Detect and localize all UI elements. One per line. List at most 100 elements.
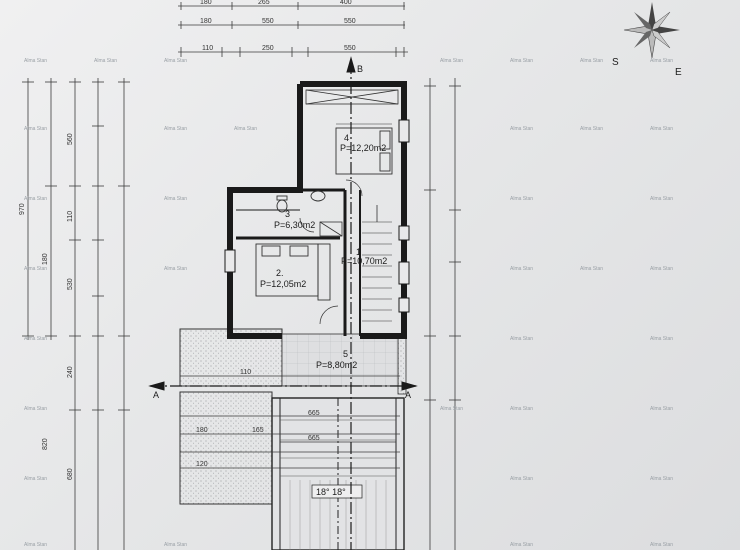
watermark: Alma Stan	[164, 126, 187, 132]
door-swings	[299, 179, 363, 325]
watermark: Alma Stan	[440, 406, 463, 412]
watermark: Alma Stan	[510, 336, 533, 342]
inner-dim-1: 110	[240, 369, 251, 376]
watermark: Alma Stan	[650, 266, 673, 272]
watermark: Alma Stan	[510, 196, 533, 202]
top-dim-2-1: 180	[200, 18, 212, 25]
top-dim-3-1: 110	[202, 45, 213, 52]
top-dimension-lines	[178, 2, 408, 57]
room-1-label: 1 P=10,70m2	[341, 247, 387, 266]
watermark: Alma Stan	[24, 406, 47, 412]
top-dimension-labels: 180 265 400 180 550 550 110 250 550	[200, 0, 356, 52]
watermark: Alma Stan	[510, 126, 533, 132]
room-5-area: P=8,80m2	[316, 360, 357, 370]
left-dimension-lines	[22, 78, 130, 550]
left-dim-4: 180	[42, 253, 49, 265]
toilet-icon	[276, 195, 288, 213]
left-dim-5: 530	[67, 278, 74, 290]
watermark: Alma Stan	[24, 196, 47, 202]
inner-dim-4: 165	[252, 427, 264, 434]
watermark: Alma Stan	[510, 542, 533, 548]
watermark: Alma Stan	[164, 196, 187, 202]
watermark: Alma Stan	[24, 542, 47, 548]
top-dim-3-3: 550	[344, 45, 356, 52]
section-line-b	[346, 56, 356, 550]
watermark: Alma Stan	[164, 542, 187, 548]
watermark: Alma Stan	[650, 476, 673, 482]
watermark: Alma Stan	[164, 266, 187, 272]
bed-icon	[335, 123, 393, 175]
compass-south-label: S	[612, 57, 619, 68]
watermark: Alma Stan	[440, 58, 463, 64]
shower-icon	[319, 221, 343, 237]
watermark: Alma Stan	[650, 58, 673, 64]
left-dimension-labels: 970 560 110 180 530 820 240 680	[19, 133, 74, 480]
room-1-number: 1	[356, 247, 361, 257]
watermark: Alma Stan	[24, 336, 47, 342]
inner-dim-6: 665	[308, 435, 320, 442]
inner-dim-5: 120	[196, 461, 208, 468]
inner-dim-2: 665	[308, 410, 320, 417]
watermark: Alma Stan	[650, 542, 673, 548]
left-dim-2: 560	[67, 133, 74, 145]
right-dimension-lines	[424, 78, 461, 550]
stair-label: 18° 18°	[316, 487, 346, 497]
room-1-area: P=10,70m2	[341, 256, 387, 266]
top-dim-1-2: 265	[258, 0, 270, 6]
watermark: Alma Stan	[510, 266, 533, 272]
left-dim-8: 680	[67, 468, 74, 480]
left-dim-7: 240	[67, 366, 74, 378]
inner-dimension-lines	[180, 375, 400, 469]
watermark: Alma Stan	[24, 266, 47, 272]
room-3-number: 3	[285, 209, 290, 219]
top-dim-3-2: 250	[262, 45, 274, 52]
building-walls	[227, 81, 407, 339]
room-3-label: 3 P=6,30m2	[274, 209, 315, 230]
left-dim-1: 970	[19, 203, 26, 215]
left-dim-3: 110	[67, 211, 74, 222]
watermark: Alma Stan	[24, 476, 47, 482]
watermark: Alma Stan	[234, 126, 257, 132]
watermark-grid: Alma Stan Alma Stan Alma Stan Alma Stan …	[24, 58, 673, 548]
watermark: Alma Stan	[510, 476, 533, 482]
watermark: Alma Stan	[650, 336, 673, 342]
section-marker-a-left: A	[153, 390, 159, 400]
section-line-a	[148, 381, 418, 391]
left-dim-6: 820	[42, 438, 49, 450]
watermark: Alma Stan	[24, 58, 47, 64]
room-2-area: P=12,05m2	[260, 279, 306, 289]
section-marker-b: B	[357, 64, 363, 74]
room-3-area: P=6,30m2	[274, 220, 315, 230]
exterior-staircase: 18° 18°	[271, 397, 405, 550]
watermark: Alma Stan	[164, 58, 187, 64]
room-5-number: 5	[343, 349, 348, 359]
room-5-floor	[281, 333, 399, 387]
compass-east-label: E	[675, 67, 682, 78]
watermark: Alma Stan	[94, 58, 117, 64]
top-dim-2-2: 550	[262, 18, 274, 25]
room-2-number: 2.	[276, 268, 284, 278]
watermark: Alma Stan	[650, 196, 673, 202]
windows	[224, 119, 410, 313]
inner-dimension-labels: 110 665 180 165 120 665	[196, 369, 320, 468]
watermark: Alma Stan	[650, 406, 673, 412]
watermark: Alma Stan	[510, 58, 533, 64]
room-5-label: 5 P=8,80m2	[316, 349, 357, 370]
watermark: Alma Stan	[580, 58, 603, 64]
watermark: Alma Stan	[580, 126, 603, 132]
watermark: Alma Stan	[580, 266, 603, 272]
watermark: Alma Stan	[650, 126, 673, 132]
watermark: Alma Stan	[24, 126, 47, 132]
terrace-left-lower	[179, 391, 273, 505]
wardrobe-icon	[305, 89, 399, 105]
room-4-area: P=12,20m2	[340, 143, 386, 153]
bed-room-2-icon	[255, 243, 331, 301]
top-dim-1-1: 180	[200, 0, 212, 6]
washbasin-icon	[310, 190, 326, 202]
top-dim-2-3: 550	[344, 18, 356, 25]
top-dim-1-3: 400	[340, 0, 352, 6]
room-4-number: 4	[344, 133, 349, 143]
watermark: Alma Stan	[510, 406, 533, 412]
